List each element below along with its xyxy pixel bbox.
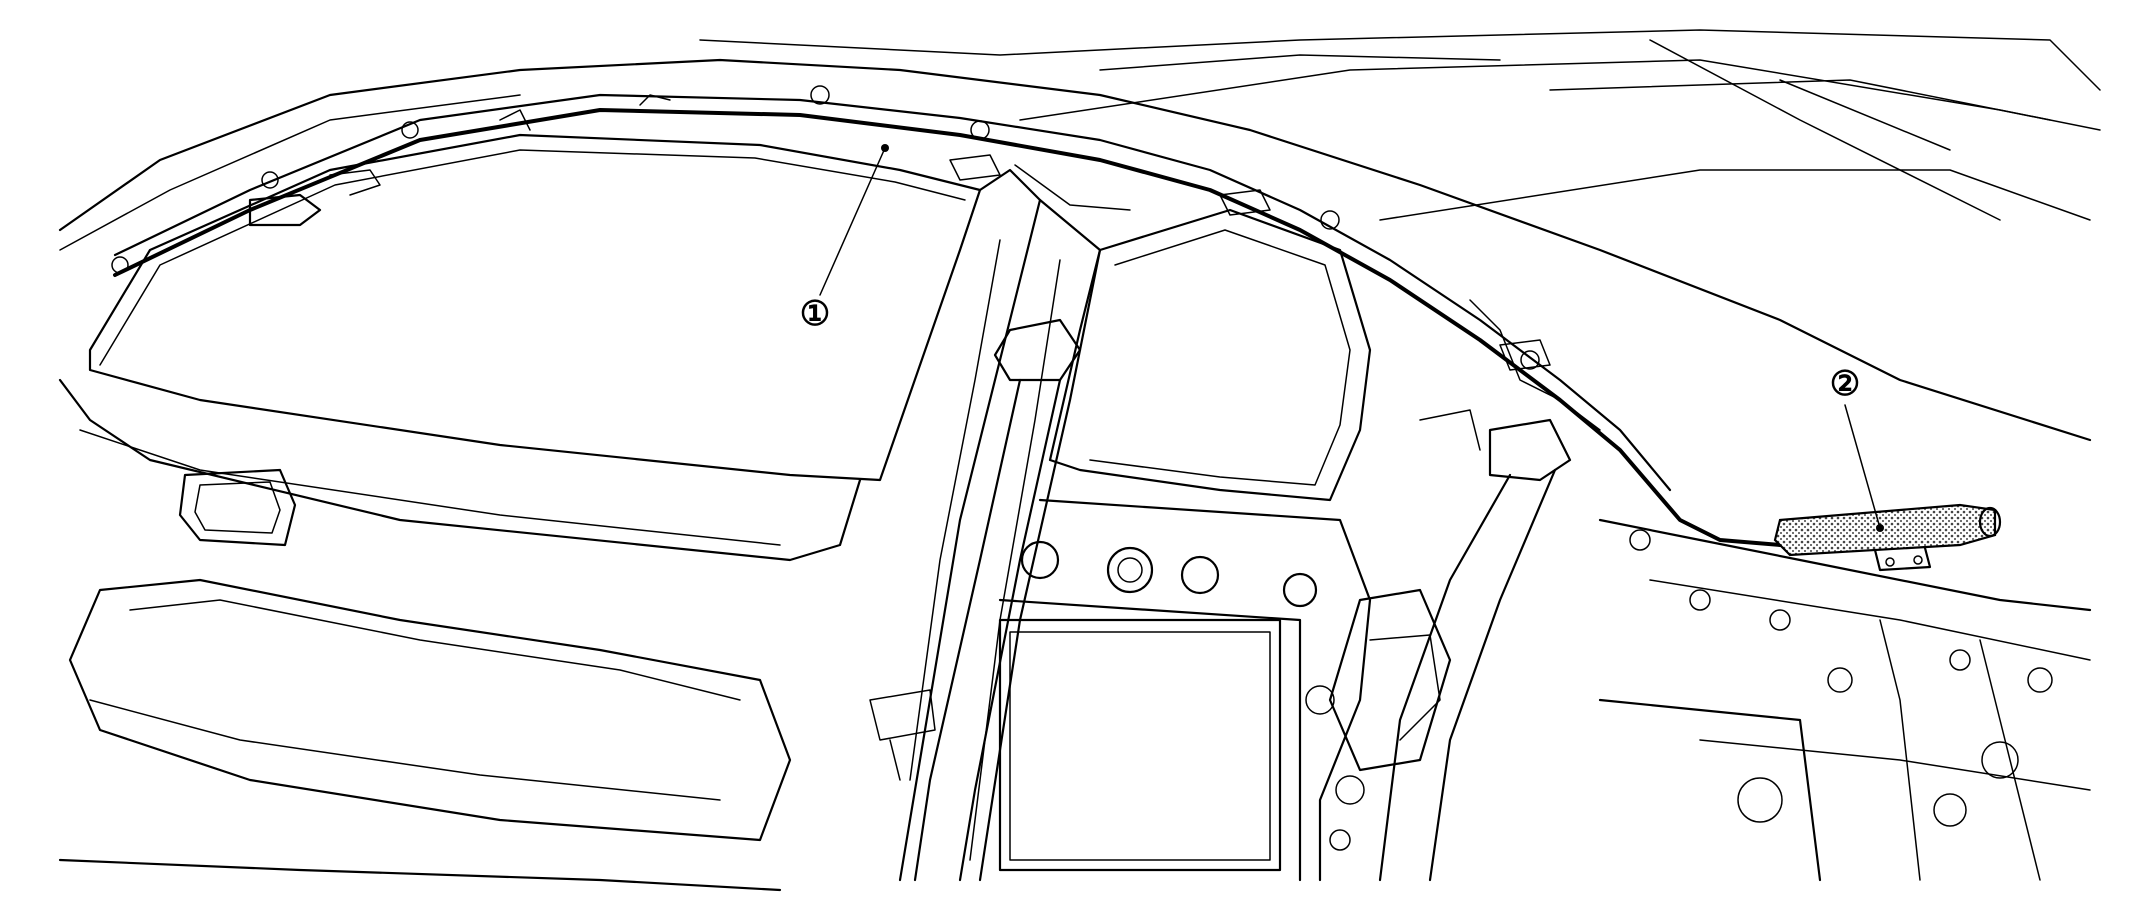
callout-1: ① bbox=[800, 295, 830, 333]
rear-structure bbox=[1598, 518, 2092, 882]
rear-quarter-window bbox=[1048, 208, 1372, 502]
door-panel bbox=[58, 378, 862, 892]
front-seat-belt bbox=[869, 318, 1082, 882]
curtain-airbag-module bbox=[111, 85, 1782, 547]
svg-text:②: ② bbox=[1830, 365, 1860, 403]
rear-body-panel bbox=[998, 498, 1372, 882]
leader-lines bbox=[819, 144, 1884, 532]
rear-seat-belt bbox=[1328, 299, 1601, 882]
callout-2: ② bbox=[1830, 365, 1860, 403]
svg-text:①: ① bbox=[800, 295, 830, 333]
inflator bbox=[1773, 503, 2002, 572]
front-door-window bbox=[88, 133, 982, 482]
vehicle-body-outline bbox=[58, 29, 2101, 442]
b-pillar bbox=[898, 164, 1131, 882]
